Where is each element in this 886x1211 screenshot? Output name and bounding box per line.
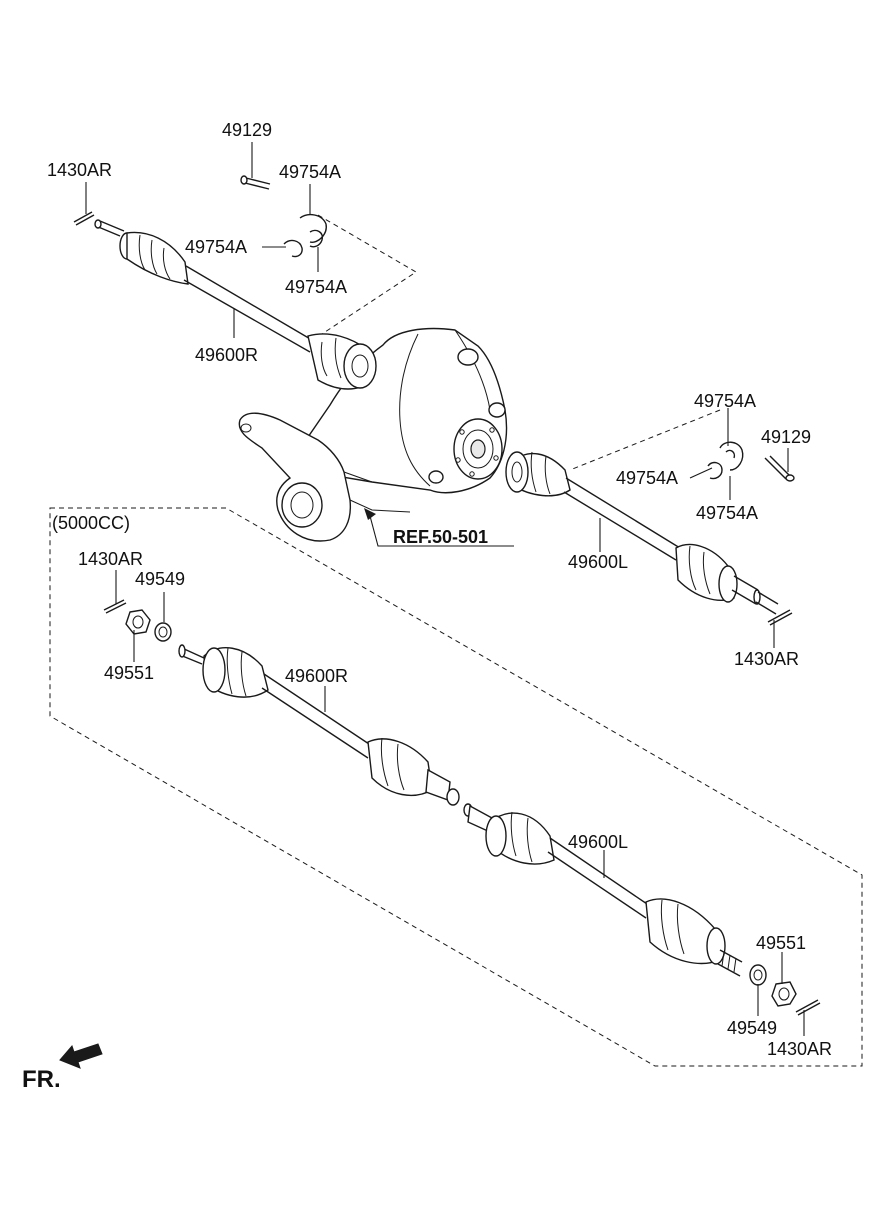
cotter-pin-top-left [73,211,95,226]
nut-49551-low-left [125,609,151,635]
clip-rings-top [283,213,327,258]
label-cotter-pin-low-left: 1430AR [78,549,144,569]
rear-differential [238,327,508,542]
leader-lines [85,142,805,1036]
label-shaft-low-left: 49600L [568,832,629,852]
bolt-49129-right [764,455,795,482]
label-clip-right-2: 49754A [616,468,679,488]
label-cotter-pin-low-right: 1430AR [767,1039,833,1059]
variant-group-boundary [49,507,863,1067]
label-cotter-pin-top-left: 1430AR [47,160,113,180]
label-clip-right-3: 49754A [696,503,759,523]
label-washer-low-left: 49549 [135,569,186,589]
label-variant-group: (5000CC) [52,513,131,533]
arrow-down-left-icon [59,1043,103,1069]
label-washer-low-right: 49549 [727,1018,778,1038]
lower-shaft-left [463,803,743,977]
cotter-pin-top-right [767,609,793,626]
label-cotter-pin-top-right: 1430AR [734,649,800,669]
label-reference: REF.50-501 [393,527,489,547]
label-nut-low-left: 49551 [104,663,155,683]
label-bolt-49129-right: 49129 [761,427,812,447]
leader-dashed-right [569,409,721,471]
label-nut-low-right: 49551 [756,933,807,953]
label-clip-right-1: 49754A [694,391,757,411]
upper-shaft-left [505,451,779,615]
washer-49549-low-left [154,622,172,642]
reference-arrow-head [364,508,376,520]
label-shaft-top-right: 49600R [195,345,259,365]
label-front-indicator: FR. [22,1066,61,1093]
label-clip-top-1: 49754A [279,162,342,182]
label-shaft-top-left: 49600L [568,552,629,572]
nut-49551-low-right [771,981,797,1007]
label-bolt-49129-top: 49129 [222,120,273,140]
leader-dashed-top [317,214,417,335]
bolt-49129-top [240,175,271,190]
clip-rings-right [707,441,744,480]
upper-shaft-right [94,219,377,390]
cotter-pin-low-left [103,599,127,614]
washer-49549-low-right [749,964,767,986]
label-clip-top-2: 49754A [185,237,248,257]
label-clip-top-3: 49754A [285,277,348,297]
lower-shaft-right [178,644,460,806]
cotter-pin-low-right [795,999,821,1016]
label-shaft-low-right: 49600R [285,666,349,686]
